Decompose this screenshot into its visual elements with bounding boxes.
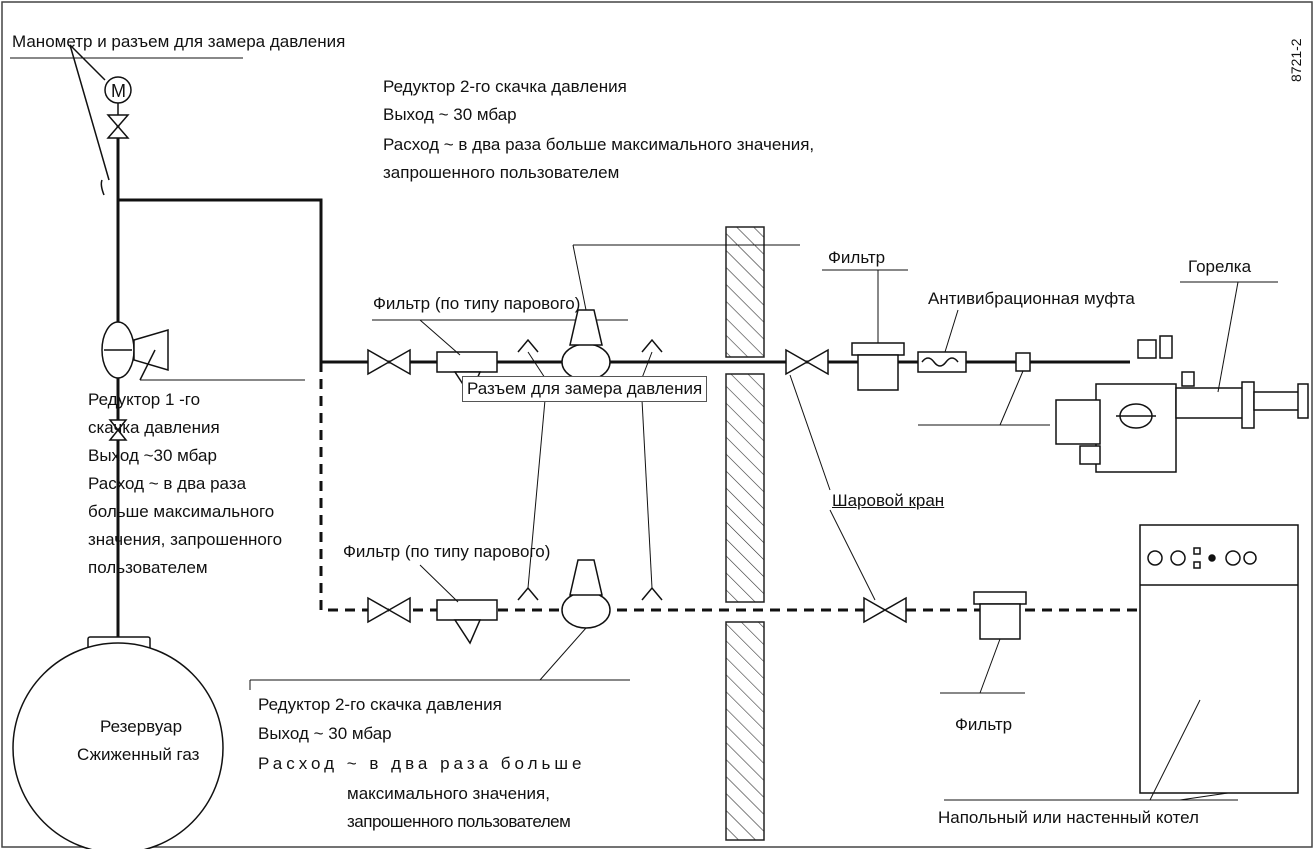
lower-filter-icon bbox=[419, 564, 498, 645]
filter-right-bottom-label: Фильтр bbox=[955, 715, 1013, 734]
reducer1-line5: больше максимального bbox=[88, 502, 275, 521]
reducer2-bottom-line3: Расход ~ в два раза больше bbox=[258, 754, 586, 773]
reducer1-line3: Выход ~30 мбар bbox=[88, 446, 217, 465]
lower-ball-valve-icon bbox=[863, 596, 907, 624]
reducer2-top-line2: Выход ~ 30 мбар bbox=[383, 105, 517, 124]
reducer2-bottom-line1: Редуктор 2-го скачка давления bbox=[258, 695, 502, 714]
tank-label-line2: Сжиженный газ bbox=[77, 745, 200, 764]
right-filter-top-icon bbox=[822, 269, 908, 391]
reducer1-line1: Редуктор 1 -го bbox=[88, 390, 201, 409]
burner-label: Горелка bbox=[1188, 257, 1252, 276]
wall bbox=[725, 226, 765, 841]
lower-reducer-2-icon bbox=[250, 559, 630, 681]
flange-icon bbox=[918, 352, 1050, 426]
reducer1-line7: пользователем bbox=[88, 558, 208, 577]
upper-valve-icon bbox=[367, 348, 411, 376]
reducer2-bottom-line2: Выход ~ 30 мбар bbox=[258, 724, 392, 743]
ball-valve-icon bbox=[785, 348, 876, 601]
right-filter-bottom-icon bbox=[940, 591, 1027, 694]
pressure-port-label: Разъем для замера давления bbox=[462, 376, 708, 402]
svg-text:M: M bbox=[111, 81, 126, 101]
reducer-1-icon bbox=[101, 321, 305, 441]
dashed-pipeline bbox=[319, 362, 1140, 612]
reducer2-top-line4: запрошенного пользователем bbox=[383, 163, 620, 182]
reducer2-bottom-line4: максимального значения, bbox=[347, 784, 550, 803]
reducer2-bottom-line5: запрошенного пользователем bbox=[347, 812, 571, 831]
reducer1-line6: значения, запрошенного bbox=[88, 530, 283, 549]
figure-id: 8721-2 bbox=[1288, 38, 1304, 82]
boiler-icon bbox=[944, 524, 1299, 801]
burner-icon bbox=[1055, 281, 1309, 473]
ball-valve-label: Шаровой кран bbox=[832, 491, 945, 510]
lower-valve-icon bbox=[367, 596, 411, 624]
pressure-port-leaders bbox=[527, 351, 653, 589]
tank-label-line1: Резервуар bbox=[100, 717, 183, 736]
upper-reducer-2-icon bbox=[561, 244, 800, 381]
reducer1-line2: скачка давления bbox=[88, 418, 220, 437]
filter-right-top-label: Фильтр bbox=[828, 248, 886, 267]
reducer1-line4: Расход ~ в два раза bbox=[88, 474, 247, 493]
antivibration-coupling-icon bbox=[917, 309, 967, 373]
tank-icon bbox=[12, 636, 224, 849]
upper-port-icons bbox=[517, 338, 663, 353]
manometer-label: Манометр и разъем для замера давления bbox=[12, 32, 346, 51]
manometer-icon: M bbox=[10, 44, 243, 200]
antivibration-label: Антивибрационная муфта bbox=[928, 289, 1135, 308]
filter-top-label: Фильтр (по типу парового) bbox=[373, 294, 581, 313]
filter-bottom-label: Фильтр (по типу парового) bbox=[343, 542, 551, 561]
boiler-label: Напольный или настенный котел bbox=[938, 808, 1199, 827]
reducer2-top-line3: Расход ~ в два раза больше максимального… bbox=[383, 135, 815, 154]
reducer2-top-line1: Редуктор 2-го скачка давления bbox=[383, 77, 627, 96]
